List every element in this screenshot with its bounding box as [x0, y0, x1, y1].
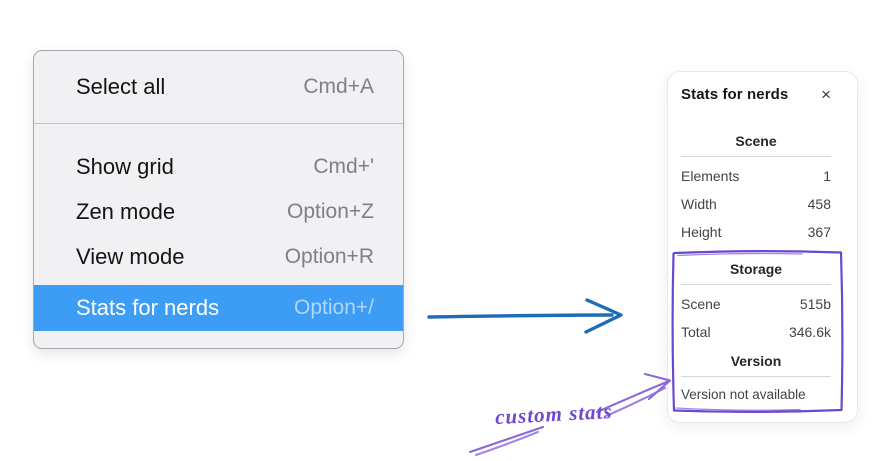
- stat-row-scene-storage: Scene 515b: [681, 295, 831, 313]
- menu-section-bottom: Show grid Cmd+' Zen mode Option+Z View m…: [34, 124, 403, 331]
- stat-row-width: Width 458: [681, 195, 831, 213]
- menu-item-show-grid[interactable]: Show grid Cmd+': [34, 144, 403, 189]
- stat-row-height: Height 367: [681, 223, 831, 241]
- stat-label: Width: [681, 196, 717, 212]
- context-menu: Select all Cmd+A Show grid Cmd+' Zen mod…: [33, 50, 404, 349]
- stat-value: 458: [807, 196, 831, 212]
- stat-label: Total: [681, 324, 711, 340]
- menu-item-view-mode[interactable]: View mode Option+R: [34, 234, 403, 279]
- stat-label: Scene: [681, 296, 721, 312]
- stat-value: 346.6k: [788, 324, 831, 340]
- stat-row-total-storage: Total 346.6k: [681, 323, 831, 341]
- stat-value: 1: [823, 168, 831, 184]
- close-icon[interactable]: ×: [821, 85, 831, 104]
- section-heading-scene: Scene: [681, 133, 831, 157]
- menu-item-label: Select all: [76, 74, 166, 99]
- menu-item-label: View mode: [76, 243, 185, 269]
- menu-item-shortcut: Option+R: [284, 244, 374, 268]
- panel-title-row: Stats for nerds ×: [681, 86, 831, 103]
- sketch-arrow: [468, 372, 672, 457]
- version-note: Version not available: [681, 387, 806, 402]
- stat-value: 367: [807, 224, 831, 240]
- section-heading-version: Version: [681, 353, 831, 377]
- custom-stats-annotation: custom stats: [494, 399, 614, 430]
- stat-label: Elements: [681, 168, 740, 184]
- stat-label: Height: [681, 224, 722, 240]
- menu-item-label: Zen mode: [76, 198, 176, 224]
- stats-for-nerds-panel: Stats for nerds × Scene Elements 1 Width…: [667, 71, 858, 423]
- menu-item-stats-for-nerds[interactable]: Stats for nerds Option+/: [34, 285, 403, 331]
- menu-section-top: Select all Cmd+A: [34, 51, 403, 124]
- menu-item-label: Stats for nerds: [76, 295, 220, 320]
- menu-item-select-all[interactable]: Select all Cmd+A: [34, 51, 403, 123]
- menu-item-shortcut: Cmd+': [313, 154, 374, 178]
- stat-row-elements: Elements 1: [681, 167, 831, 185]
- menu-item-shortcut: Option+Z: [287, 199, 374, 223]
- menu-item-shortcut: Cmd+A: [303, 75, 374, 98]
- pointer-arrow: [427, 298, 623, 334]
- menu-item-zen-mode[interactable]: Zen mode Option+Z: [34, 189, 403, 234]
- panel-title: Stats for nerds: [681, 86, 789, 103]
- menu-item-shortcut: Option+/: [294, 296, 374, 319]
- section-heading-storage: Storage: [681, 261, 831, 285]
- stat-value: 515b: [799, 296, 831, 312]
- menu-item-label: Show grid: [76, 153, 174, 179]
